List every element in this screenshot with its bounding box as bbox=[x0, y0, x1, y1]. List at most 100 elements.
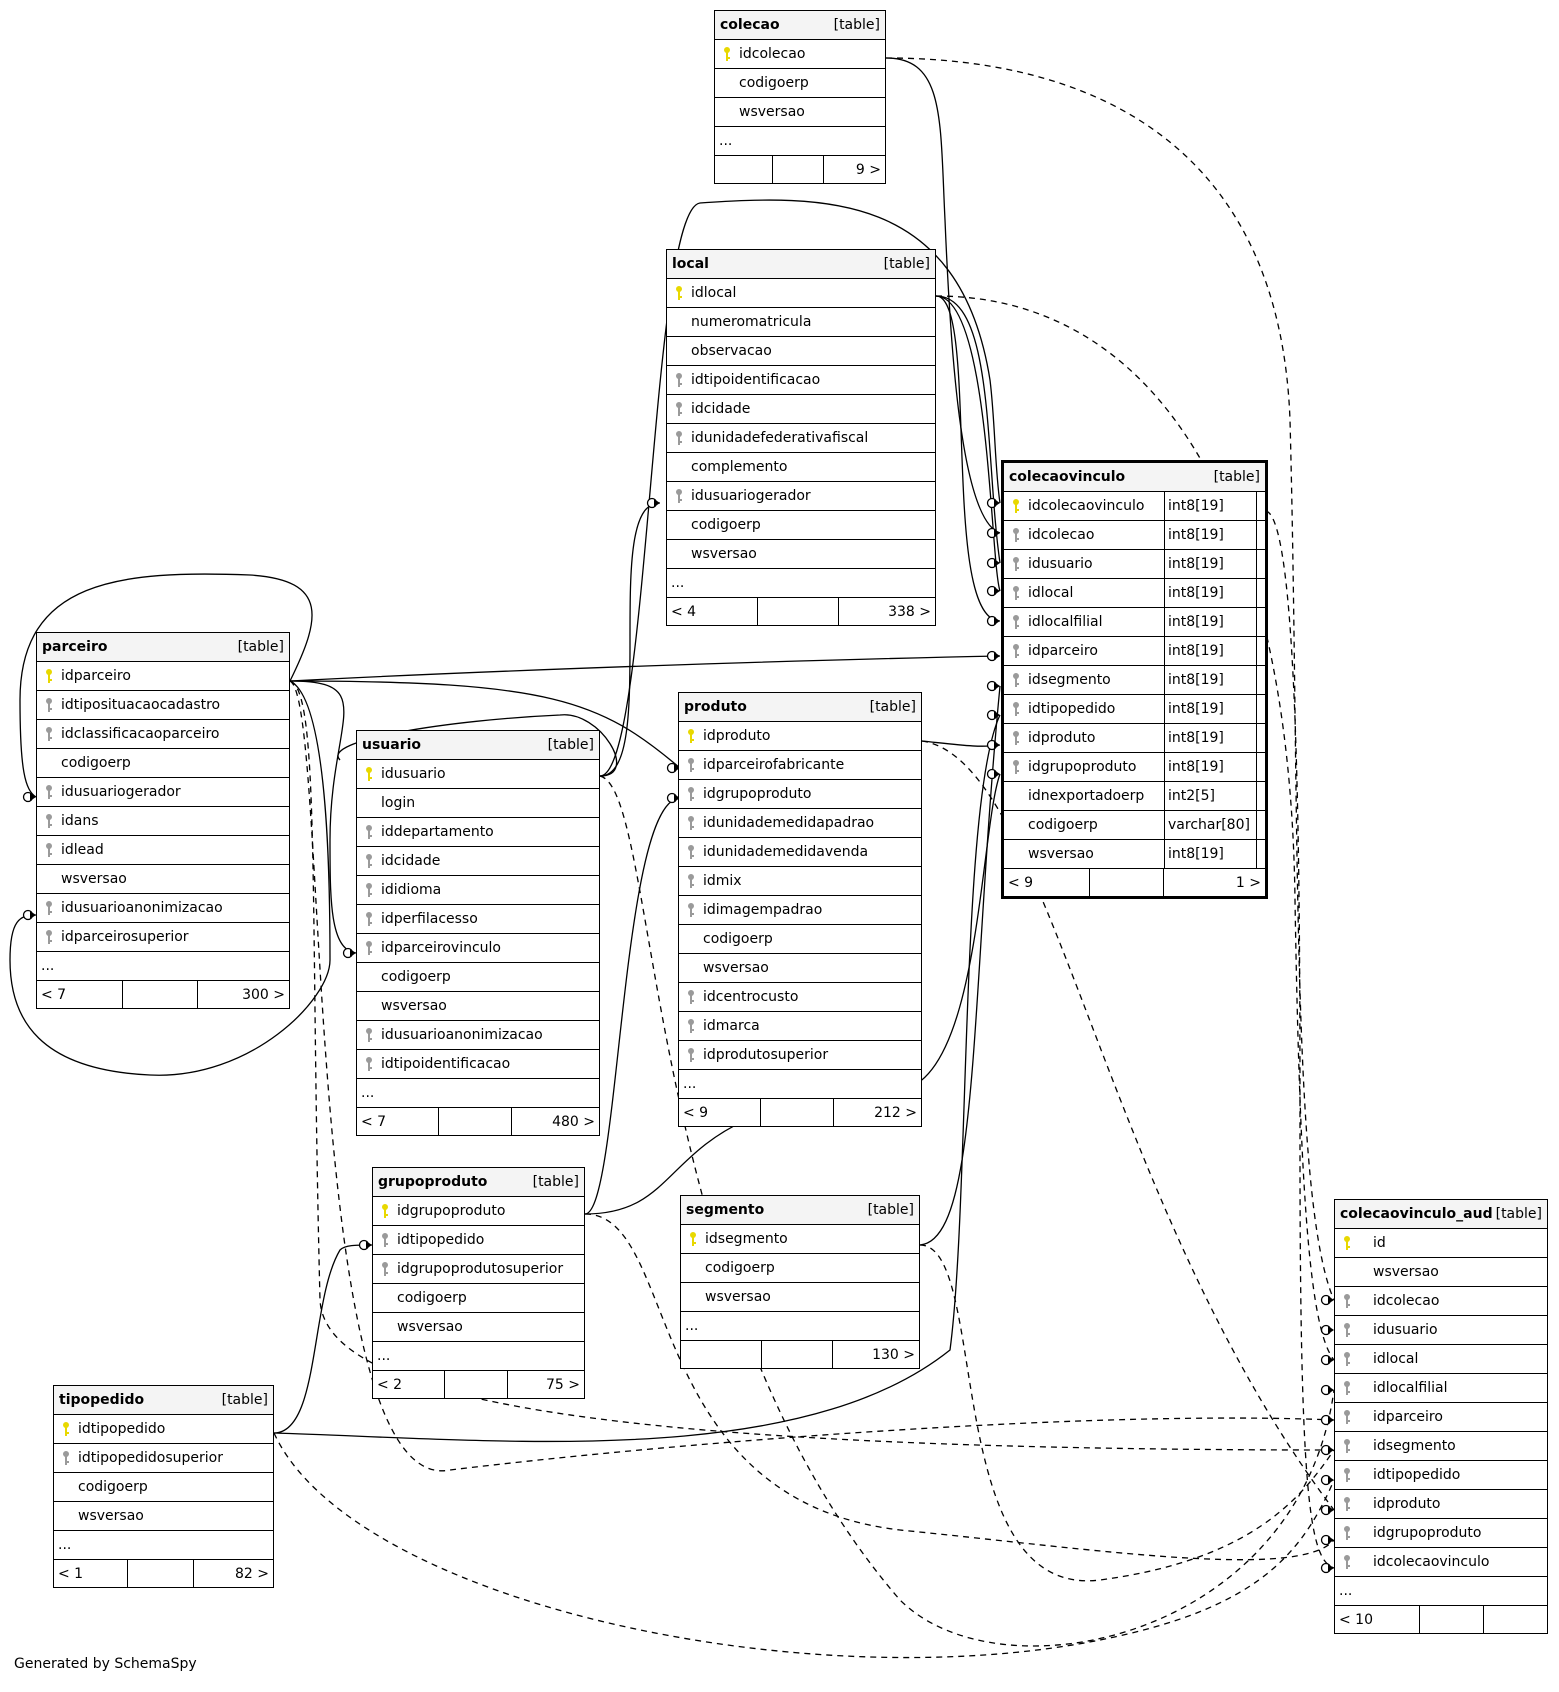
column-row[interactable]: idusuario bbox=[1335, 1316, 1547, 1345]
table-header[interactable]: tipopedido [table] bbox=[54, 1386, 273, 1415]
column-row[interactable]: idcolecao bbox=[715, 40, 885, 69]
column-row[interactable]: idlocal bbox=[1335, 1345, 1547, 1374]
column-row[interactable]: idcolecaovinculo bbox=[1335, 1548, 1547, 1577]
column-row[interactable]: codigoerp bbox=[715, 69, 885, 98]
column-row[interactable]: codigoerp bbox=[679, 925, 921, 954]
column-row[interactable]: idsegmento bbox=[681, 1225, 919, 1254]
column-row[interactable]: idcentrocusto bbox=[679, 983, 921, 1012]
column-row[interactable]: login bbox=[357, 789, 599, 818]
column-row[interactable]: idgrupoproduto bbox=[1335, 1519, 1547, 1548]
column-row[interactable]: idparceiro bbox=[1335, 1403, 1547, 1432]
column-row[interactable]: wsversao bbox=[1335, 1258, 1547, 1287]
table-header[interactable]: local [table] bbox=[667, 250, 935, 279]
more-columns[interactable]: ... bbox=[54, 1531, 273, 1560]
column-row[interactable]: wsversao bbox=[715, 98, 885, 127]
column-row[interactable]: idclassificacaoparceiro bbox=[37, 720, 289, 749]
column-row[interactable]: codigoerp bbox=[357, 963, 599, 992]
table-header[interactable]: segmento [table] bbox=[681, 1196, 919, 1225]
column-row[interactable]: wsversao bbox=[357, 992, 599, 1021]
column-row[interactable]: idmarca bbox=[679, 1012, 921, 1041]
column-row[interactable]: idtipopedido bbox=[1335, 1461, 1547, 1490]
column-row[interactable]: idusuarioanonimizacao bbox=[357, 1021, 599, 1050]
column-row[interactable]: idimagempadrao bbox=[679, 896, 921, 925]
column-row[interactable]: idlocal bbox=[667, 279, 935, 308]
column-row[interactable]: wsversao bbox=[373, 1313, 584, 1342]
column-row[interactable]: idgrupoproduto bbox=[679, 780, 921, 809]
column-row[interactable]: wsversao bbox=[667, 540, 935, 569]
table-header[interactable]: colecaovinculo [table] bbox=[1004, 463, 1265, 492]
column-row[interactable]: codigoerp bbox=[373, 1284, 584, 1313]
column-row[interactable]: idgrupoprodutosuperior bbox=[373, 1255, 584, 1284]
more-columns[interactable]: ... bbox=[37, 952, 289, 981]
column-row[interactable]: idsegmento bbox=[1335, 1432, 1547, 1461]
column-row[interactable]: idtipopedido bbox=[373, 1226, 584, 1255]
column-row[interactable]: idtiposituacaocadastro bbox=[37, 691, 289, 720]
table-grupoproduto[interactable]: grupoproduto [table] idgrupoproduto idti… bbox=[372, 1167, 585, 1399]
column-row[interactable]: codigoerp bbox=[37, 749, 289, 778]
table-parceiro[interactable]: parceiro [table] idparceiro idtiposituac… bbox=[36, 632, 290, 1009]
column-row[interactable]: idproduto bbox=[1335, 1490, 1547, 1519]
column-row[interactable]: idtipopedidosuperior bbox=[54, 1444, 273, 1473]
column-row[interactable]: idtipopedido bbox=[54, 1415, 273, 1444]
column-row[interactable]: idlead bbox=[37, 836, 289, 865]
column-row[interactable]: idusuariogerador bbox=[37, 778, 289, 807]
column-row[interactable]: codigoerp bbox=[681, 1254, 919, 1283]
column-row[interactable]: ididioma bbox=[357, 876, 599, 905]
column-row[interactable]: idunidademedidavenda bbox=[679, 838, 921, 867]
table-header[interactable]: parceiro [table] bbox=[37, 633, 289, 662]
column-row[interactable]: idmix bbox=[679, 867, 921, 896]
column-row[interactable]: id bbox=[1335, 1229, 1547, 1258]
column-row[interactable]: idparceirovinculo bbox=[357, 934, 599, 963]
column-row[interactable]: idlocalfilial bbox=[1335, 1374, 1547, 1403]
table-header[interactable]: grupoproduto [table] bbox=[373, 1168, 584, 1197]
more-columns[interactable]: ... bbox=[1335, 1577, 1547, 1606]
column-row[interactable]: idparceirosuperior bbox=[37, 923, 289, 952]
column-row[interactable]: idperfilacesso bbox=[357, 905, 599, 934]
column-row[interactable]: idprodutosuperior bbox=[679, 1041, 921, 1070]
table-produto[interactable]: produto [table] idproduto idparceirofabr… bbox=[678, 692, 922, 1127]
table-header[interactable]: usuario [table] bbox=[357, 731, 599, 760]
column-row[interactable]: numeromatricula bbox=[667, 308, 935, 337]
column-row[interactable]: idproduto bbox=[679, 722, 921, 751]
column-row[interactable]: idcolecao bbox=[1335, 1287, 1547, 1316]
more-columns[interactable]: ... bbox=[679, 1070, 921, 1099]
column-row[interactable]: wsversao bbox=[37, 865, 289, 894]
column-row[interactable]: codigoerp bbox=[667, 511, 935, 540]
table-colecao[interactable]: colecao [table] idcolecao codigoerp wsve… bbox=[714, 10, 886, 184]
table-header[interactable]: colecao [table] bbox=[715, 11, 885, 40]
table-local[interactable]: local [table] idlocal numeromatricula ob… bbox=[666, 249, 936, 626]
column-row[interactable]: idusuariogerador bbox=[667, 482, 935, 511]
column-row[interactable]: iddepartamento bbox=[357, 818, 599, 847]
column-row[interactable]: idcidade bbox=[667, 395, 935, 424]
column-row[interactable]: idcidade bbox=[357, 847, 599, 876]
column-row[interactable]: wsversao bbox=[679, 954, 921, 983]
column-row[interactable]: idans bbox=[37, 807, 289, 836]
column-row[interactable]: wsversao bbox=[54, 1502, 273, 1531]
column-row[interactable]: complemento bbox=[667, 453, 935, 482]
more-columns[interactable]: ... bbox=[357, 1079, 599, 1108]
table-tipopedido[interactable]: tipopedido [table] idtipopedido idtipope… bbox=[53, 1385, 274, 1588]
table-segmento[interactable]: segmento [table] idsegmento codigoerp ws… bbox=[680, 1195, 920, 1369]
column-row[interactable]: idusuarioanonimizacao bbox=[37, 894, 289, 923]
column-row[interactable]: idgrupoproduto bbox=[373, 1197, 584, 1226]
column-row[interactable]: idtipoidentificacao bbox=[357, 1050, 599, 1079]
table-colecaovinculo-aud[interactable]: colecaovinculo_aud [table] id wsversao i… bbox=[1334, 1199, 1548, 1634]
table-header[interactable]: colecaovinculo_aud [table] bbox=[1335, 1200, 1547, 1229]
column-row[interactable]: idparceirofabricante bbox=[679, 751, 921, 780]
column-row[interactable]: idusuario bbox=[357, 760, 599, 789]
column-row[interactable]: idunidadefederativafiscal bbox=[667, 424, 935, 453]
column-row[interactable]: idparceiro bbox=[37, 662, 289, 691]
